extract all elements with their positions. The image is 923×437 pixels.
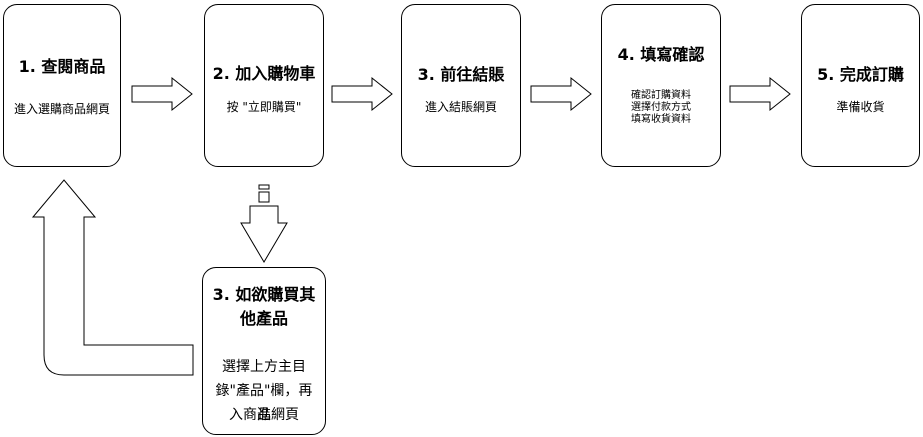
step-3-title: 3. 前往結賬 (417, 65, 505, 84)
arrow-right-1-2 (131, 76, 193, 112)
step-5-desc: 準備收貨 (836, 100, 885, 114)
side-step-desc-line-3: 入商品網頁 (229, 407, 299, 423)
step-4-box: 4. 填寫確認 確認訂購資料 選擇付款方式 填寫收貨資料 (601, 4, 721, 167)
step-4-title: 4. 填寫確認 (617, 45, 705, 64)
step-2-box: 2. 加入購物車 按 "立即購買" (204, 4, 324, 167)
step-3-box: 3. 前往結賬 進入結賬網頁 (401, 4, 521, 167)
step-1-title: 1. 查閱商品 (18, 57, 106, 76)
arrow-down-head (240, 205, 288, 263)
side-step-title-line-1: 3. 如欲購買其 (212, 285, 316, 304)
arrow-right-4-5 (729, 76, 791, 112)
arrow-right-2-3 (331, 76, 393, 112)
side-step-box: 3. 如欲購買其 他產品 選擇上方主目 錄"產品"欄，再進 入商品網頁 (202, 267, 326, 435)
side-step-title-line-2: 他產品 (239, 309, 288, 328)
step-4-desc-line-3: 填寫收貨資料 (631, 114, 691, 125)
step-5-title: 5. 完成訂購 (817, 65, 904, 84)
step-1-box: 1. 查閱商品 進入選購商品網頁 (3, 4, 121, 167)
step-4-desc-line-1: 確認訂購資料 (631, 90, 691, 101)
step-4-desc-line-2: 選擇付款方式 (631, 102, 691, 113)
step-2-desc: 按 "立即購買" (226, 100, 302, 114)
step-3-desc: 進入結賬網頁 (424, 100, 497, 114)
step-5-box: 5. 完成訂購 準備收貨 (801, 4, 920, 167)
arrow-down-dash-1 (258, 184, 270, 190)
arrow-return-up (31, 179, 194, 376)
step-1-desc: 進入選購商品網頁 (13, 102, 110, 116)
side-step-desc-line-2: 錄"產品"欄，再進 (215, 383, 313, 423)
arrow-down-dash-2 (258, 191, 270, 203)
arrow-right-3-4 (530, 76, 592, 112)
step-2-title: 2. 加入購物車 (212, 64, 316, 83)
side-step-desc-line-1: 選擇上方主目 (222, 359, 306, 375)
